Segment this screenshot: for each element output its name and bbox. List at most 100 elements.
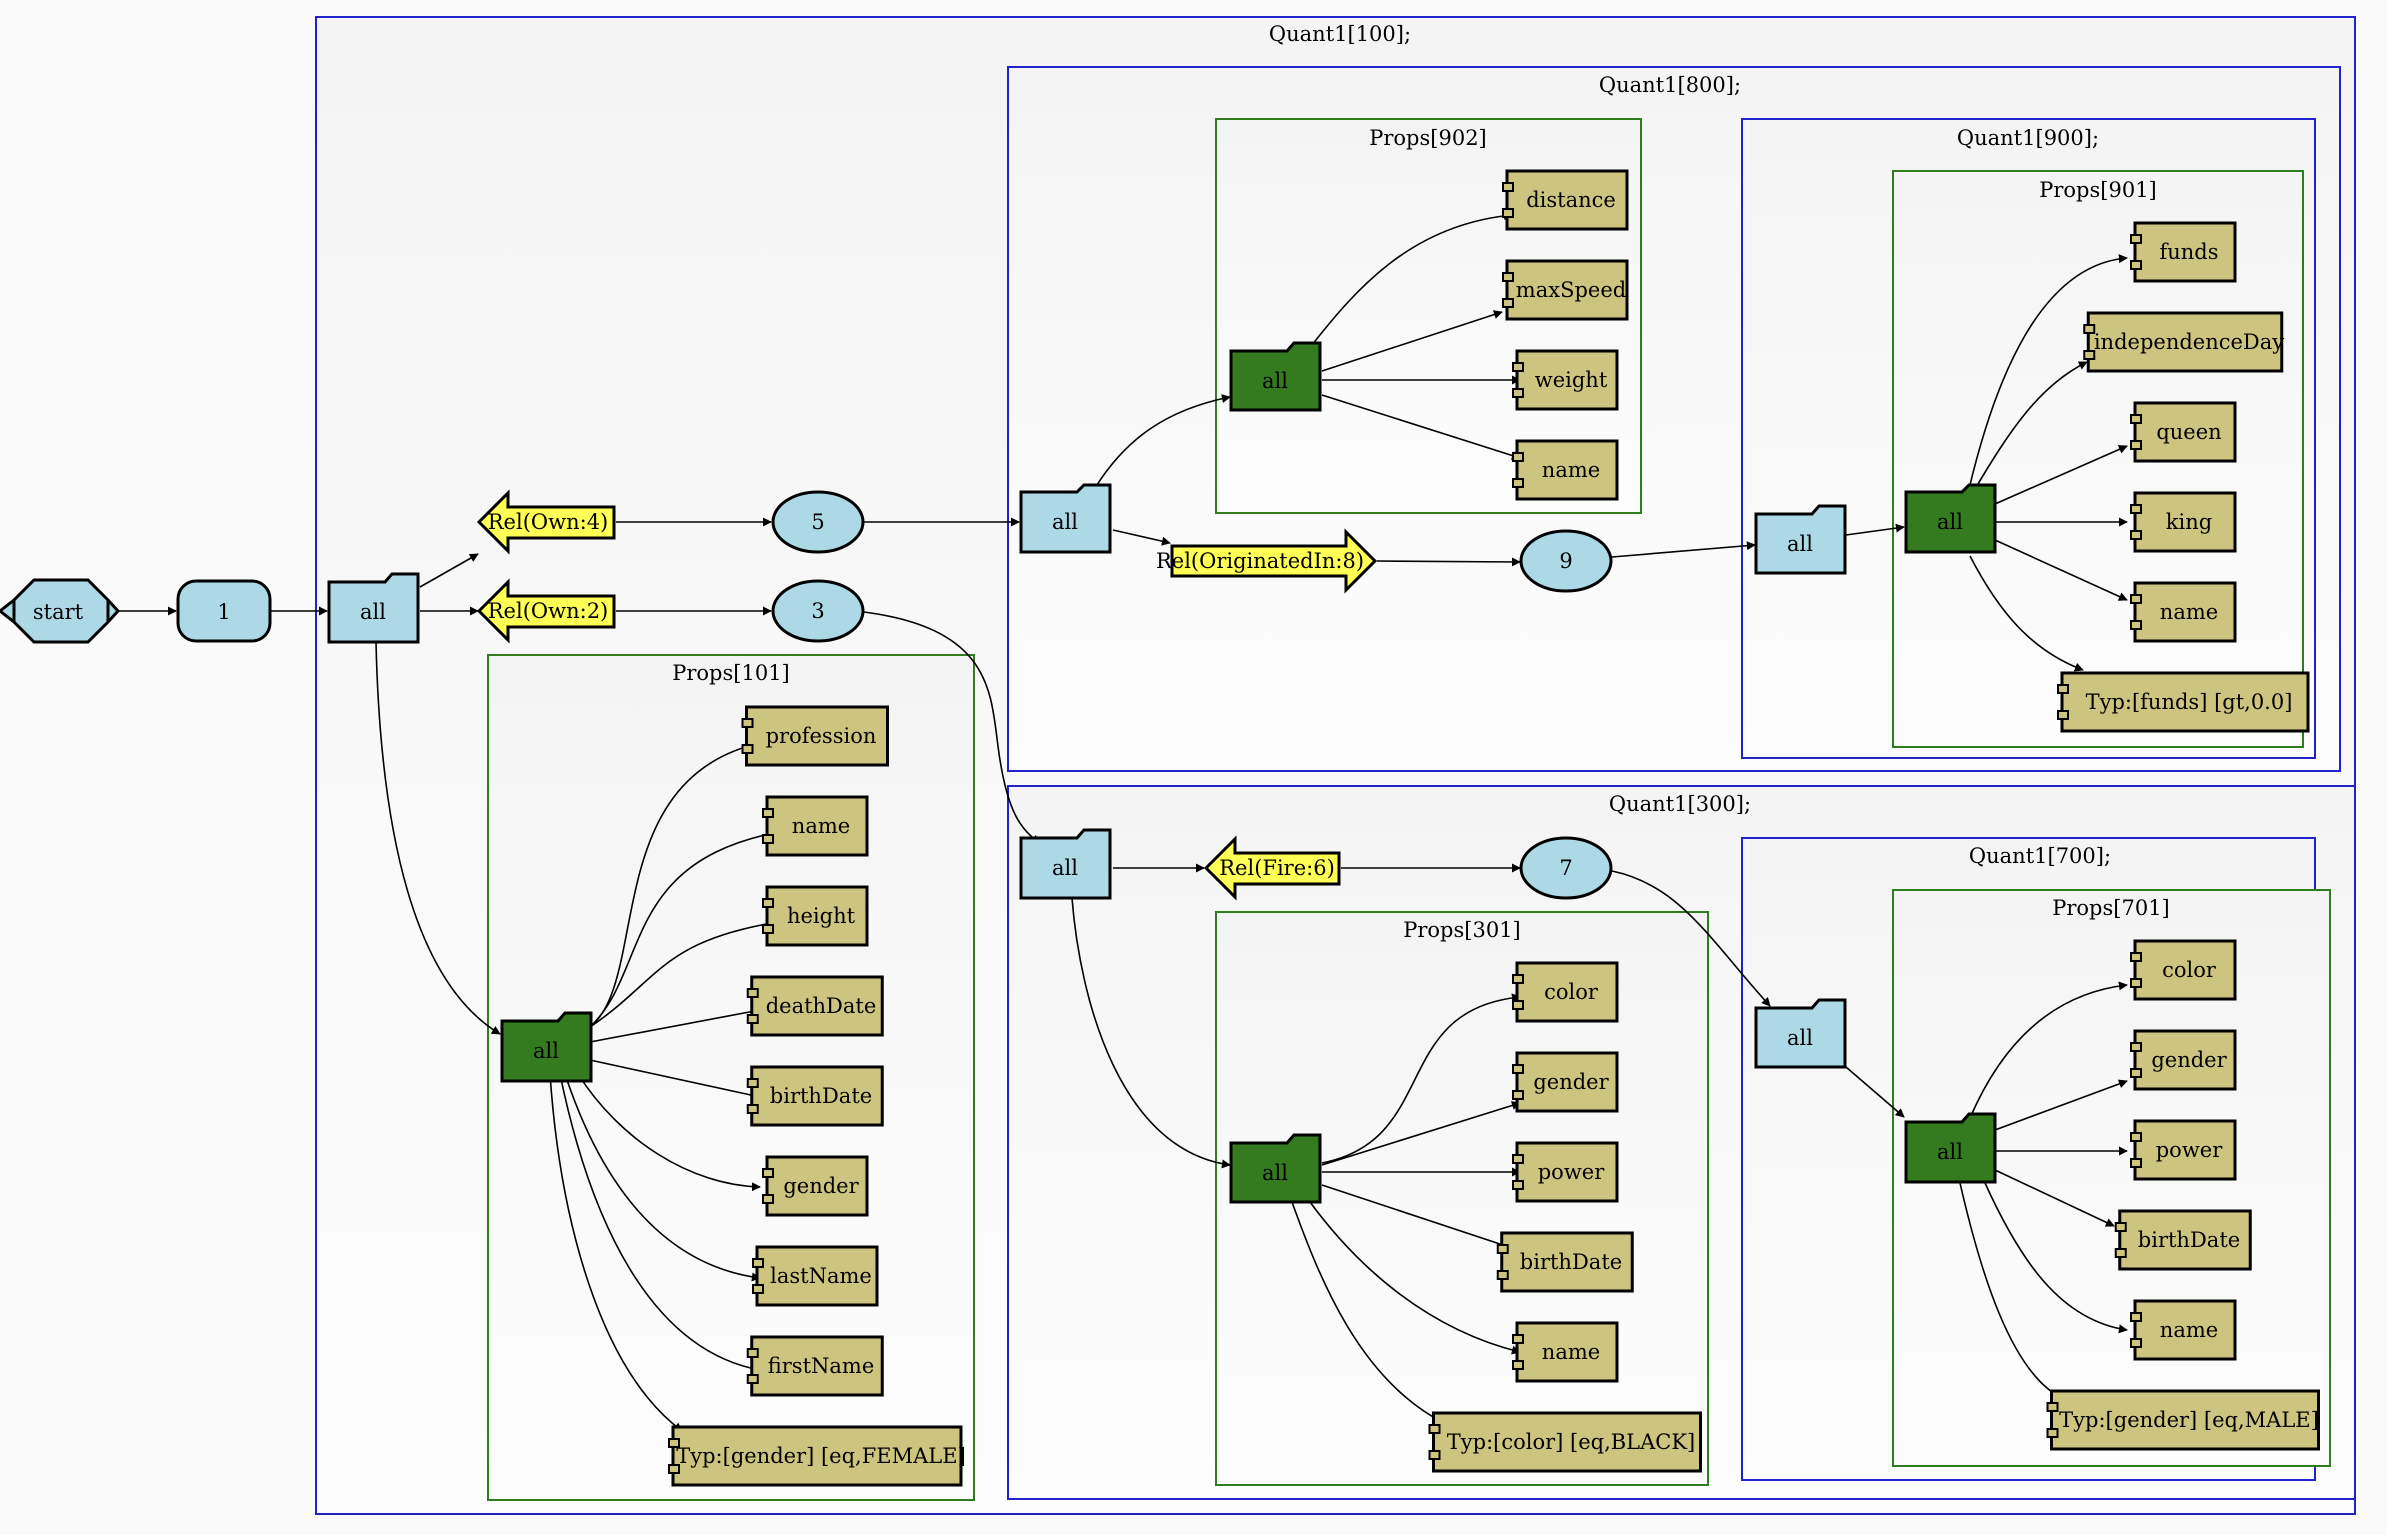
property-node-p701-color[interactable]: color	[2130, 939, 2237, 1001]
node-1[interactable]: 1	[176, 579, 272, 643]
edge-all901-funds	[1968, 254, 2128, 490]
folder-node-all-301[interactable]: all	[1229, 1133, 1322, 1204]
edge-all700-all701	[1845, 1066, 1905, 1118]
property-node-label: birthDate	[2138, 1228, 2240, 1252]
edge-orig8-9	[1376, 557, 1521, 567]
folder-node-all-902[interactable]: all	[1229, 341, 1322, 412]
property-node-p101-profession[interactable]: profession	[741, 705, 889, 767]
property-node-p701-typ-gender-eq-male[interactable]: Typ:[gender] [eq,MALE]	[2046, 1389, 2320, 1451]
edge-all902-name	[1321, 394, 1521, 460]
property-node-p901-queen[interactable]: queen	[2130, 401, 2237, 463]
ellipse-node-3[interactable]: 3	[771, 579, 865, 643]
folder-node-all-root[interactable]: all	[327, 572, 420, 644]
edge-all701-name	[1984, 1182, 2128, 1334]
property-node-p701-birthdate[interactable]: birthDate	[2114, 1209, 2252, 1271]
property-node-p301-name[interactable]: name	[1512, 1321, 1619, 1383]
folder-node-all-700-label: all	[1787, 1026, 1813, 1050]
rel-own2-label: Rel(Own:2)	[488, 599, 609, 623]
folder-node-all-300[interactable]: all	[1019, 828, 1112, 900]
property-node-label: color	[1544, 980, 1599, 1004]
property-node-p101-gender[interactable]: gender	[762, 1155, 869, 1217]
rel-own4-node[interactable]: Rel(Own:4)	[476, 489, 616, 555]
edge-all101-height	[589, 917, 785, 1028]
edge-all301-color	[1321, 993, 1521, 1164]
property-node-p902-distance[interactable]: distance	[1502, 169, 1629, 231]
property-node-p901-independenceday[interactable]: independenceDay	[2083, 311, 2284, 373]
property-node-p901-king[interactable]: king	[2130, 491, 2237, 553]
property-node-label: gender	[783, 1174, 859, 1198]
edge-3-all300	[863, 611, 1041, 844]
folder-node-all-900-label: all	[1787, 532, 1813, 556]
property-node-label: name	[2160, 600, 2218, 624]
cluster-label-quant1-800: Quant1[800];	[1599, 73, 1741, 97]
edge-all301-typ	[1291, 1201, 1445, 1424]
cluster-label-quant1-900: Quant1[900];	[1957, 126, 2099, 150]
property-node-p901-funds[interactable]: funds	[2130, 221, 2237, 283]
edge-all901-queen	[1994, 445, 2128, 505]
edge-all101-birthdate	[589, 1059, 761, 1100]
edge-all902-maxspeed	[1321, 310, 1503, 372]
edge-all101-lastname	[564, 1073, 761, 1282]
edge-7-all700	[1611, 870, 1771, 1007]
folder-node-all-101[interactable]: all	[500, 1011, 593, 1083]
start-node[interactable]: start	[0, 578, 121, 644]
property-node-p902-maxspeed[interactable]: maxSpeed	[1502, 259, 1629, 321]
ellipse-node-9-label: 9	[1559, 549, 1572, 573]
property-node-p101-typ-gender-eq-female[interactable]: Typ:[gender] [eq,FEMALE]	[668, 1425, 966, 1487]
property-node-label: distance	[1526, 188, 1616, 212]
property-node-label: gender	[2151, 1048, 2227, 1072]
property-node-p901-name[interactable]: name	[2130, 581, 2237, 643]
folder-node-all-800[interactable]: all	[1019, 483, 1112, 554]
property-node-label: Typ:[gender] [eq,MALE]	[2059, 1408, 2319, 1432]
edge-all-all101	[375, 641, 501, 1035]
edge-all301-name	[1309, 1201, 1521, 1355]
property-node-p902-name[interactable]: name	[1512, 439, 1619, 501]
folder-node-all-101-label: all	[533, 1039, 559, 1063]
property-node-p701-power[interactable]: power	[2130, 1119, 2237, 1181]
property-node-p101-firstname[interactable]: firstName	[746, 1335, 884, 1397]
ellipse-node-5[interactable]: 5	[771, 490, 865, 554]
property-node-p301-color[interactable]: color	[1512, 961, 1619, 1023]
edge-all101-deathdate	[589, 1007, 761, 1043]
rel-own2-node[interactable]: Rel(Own:2)	[476, 578, 616, 644]
folder-node-all-301-label: all	[1262, 1161, 1288, 1185]
folder-node-all-300-label: all	[1052, 856, 1078, 880]
property-node-p301-gender[interactable]: gender	[1512, 1051, 1619, 1113]
edge-all701-gender	[1994, 1079, 2128, 1131]
property-node-label: weight	[1535, 368, 1608, 392]
folder-node-all-901[interactable]: all	[1904, 483, 1997, 554]
folder-node-all-root-label: all	[360, 600, 386, 624]
cluster-label-quant1-300: Quant1[300];	[1609, 792, 1751, 816]
property-node-p701-gender[interactable]: gender	[2130, 1029, 2237, 1091]
property-node-p101-deathdate[interactable]: deathDate	[746, 975, 884, 1037]
property-node-p101-birthdate[interactable]: birthDate	[746, 1065, 884, 1127]
folder-node-all-901-label: all	[1937, 510, 1963, 534]
ellipse-node-9[interactable]: 9	[1519, 529, 1613, 593]
property-node-label: name	[792, 814, 850, 838]
edge-all701-birthdate	[1994, 1169, 2115, 1227]
property-node-p101-lastname[interactable]: lastName	[752, 1245, 879, 1307]
rel-fire6-node[interactable]: Rel(Fire:6)	[1203, 835, 1341, 901]
property-node-p301-power[interactable]: power	[1512, 1141, 1619, 1203]
property-node-p901-typ-funds-gt-0-0[interactable]: Typ:[funds] [gt,0.0]	[2057, 671, 2310, 733]
property-node-p101-height[interactable]: height	[762, 885, 869, 947]
ellipse-node-7[interactable]: 7	[1519, 836, 1613, 900]
property-node-label: name	[1542, 1340, 1600, 1364]
folder-node-all-700[interactable]: all	[1754, 998, 1847, 1069]
property-node-p902-weight[interactable]: weight	[1512, 349, 1619, 411]
property-node-p101-name[interactable]: name	[762, 795, 869, 857]
cluster-label-props-901: Props[901]	[2039, 178, 2157, 202]
folder-node-all-900[interactable]: all	[1754, 504, 1847, 575]
property-node-label: king	[2166, 510, 2212, 534]
property-node-label: name	[2160, 1318, 2218, 1342]
folder-node-all-701[interactable]: all	[1904, 1112, 1997, 1184]
property-node-p301-birthdate[interactable]: birthDate	[1496, 1231, 1634, 1293]
property-node-label: Typ:[color] [eq,BLACK]	[1447, 1430, 1695, 1454]
property-node-label: height	[787, 904, 856, 928]
ellipse-node-5-label: 5	[811, 510, 824, 534]
property-node-label: gender	[1533, 1070, 1609, 1094]
property-node-p301-typ-color-eq-black[interactable]: Typ:[color] [eq,BLACK]	[1428, 1411, 1702, 1473]
rel-originatedin8-node[interactable]: Rel(OriginatedIn:8)	[1156, 528, 1378, 594]
property-node-p701-name[interactable]: name	[2130, 1299, 2237, 1361]
folder-node-all-902-label: all	[1262, 369, 1288, 393]
